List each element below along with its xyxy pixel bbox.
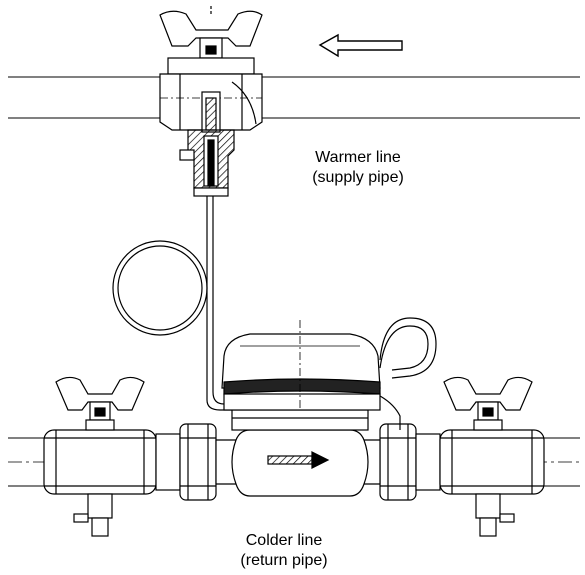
supply-pipe bbox=[8, 76, 580, 119]
warmer-line-text: Warmer line bbox=[315, 149, 401, 166]
butterfly-handle-icon bbox=[443, 376, 533, 411]
supply-ball-valve bbox=[159, 6, 263, 197]
return-pipe-text: (return pipe) bbox=[240, 552, 328, 569]
butterfly-handle-icon bbox=[159, 10, 263, 47]
left-coupling bbox=[155, 423, 217, 501]
supply-pipe-text: (supply pipe) bbox=[312, 169, 404, 186]
heat-meter bbox=[215, 317, 437, 497]
left-ball-valve bbox=[43, 376, 157, 537]
colder-line-text: Colder line bbox=[245, 532, 323, 549]
right-ball-valve bbox=[439, 376, 545, 537]
warmer-line-label: Warmer line (supply pipe) bbox=[288, 148, 428, 188]
sensor-capillary bbox=[112, 196, 240, 411]
butterfly-handle-icon bbox=[55, 376, 145, 411]
right-coupling bbox=[379, 423, 441, 501]
colder-line-label: Colder line (return pipe) bbox=[214, 531, 354, 571]
flow-direction-arrow-icon bbox=[318, 33, 403, 58]
meter-flow-arrow-icon bbox=[267, 451, 330, 469]
